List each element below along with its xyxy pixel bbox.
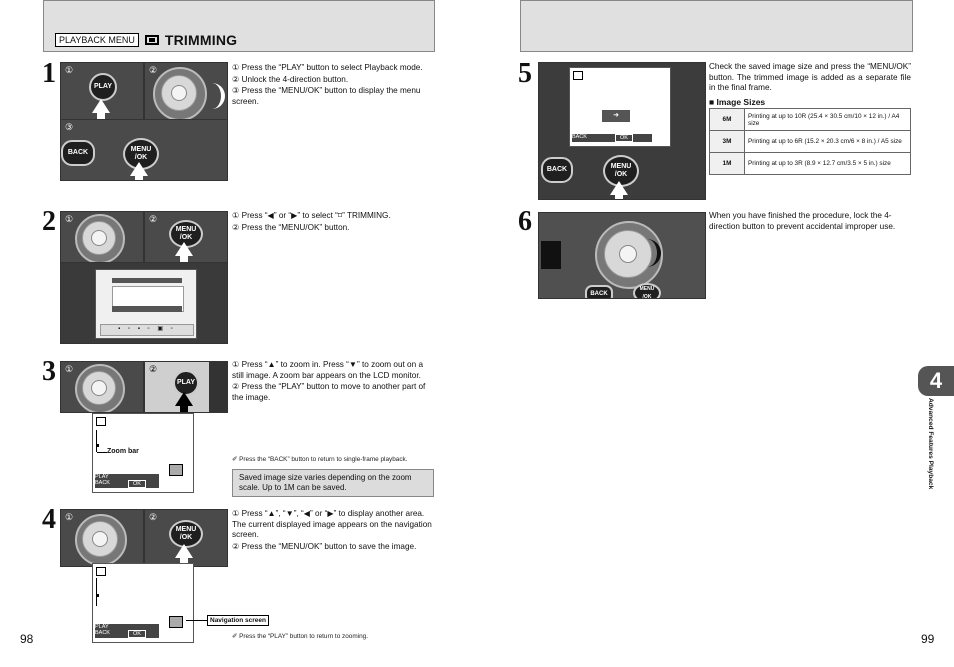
step4-note: ✐ Press the “PLAY” button to return to z… [232,632,437,640]
step4-image-right: ② MENU /OK [144,509,228,567]
step-number: 3 [42,356,56,387]
step4-note-text: Press the “PLAY” button to return to zoo… [239,633,368,640]
lcd-ok-label: OK [614,134,633,142]
step3-note-text: Press the “BACK” button to return to sin… [239,456,408,463]
lcd-window [541,241,561,269]
step3-lcd-screen: Zoom bar PLAY BACK OK [92,413,194,493]
back-button: BACK [541,157,573,183]
page-number-right: 99 [921,632,935,646]
section-header: PLAYBACK MENU TRIMMING [55,32,237,48]
step1-line-1: ① Press the “PLAY” button to select Play… [232,63,423,72]
size-cell: 6M [709,108,745,131]
desc-cell: Printing at up to 3R (8.9 × 12.7 cm/3.5 … [744,152,911,175]
table-row: 6M Printing at up to 10R (25.4 × 30.5 cm… [709,108,911,131]
step5-image: ➜ BACK OK BACK MENU /OK [538,62,706,200]
playback-menu-tag: PLAYBACK MENU [55,33,139,47]
step3-image-left: ① [60,361,144,413]
lcd-ok-label: OK [127,630,146,638]
step1-line-3: ③ Press the “MENU/OK” button to display … [232,86,421,106]
note-icon: ✐ [232,456,238,463]
play-button: PLAY [89,73,117,101]
chapter-tab: 4 [918,366,954,396]
size-cell: 3M [709,130,745,153]
navigation-box [169,464,183,476]
step2-lcd-frame: ▪ ▫ ▪ ▫ ▣ ▫ [60,262,228,344]
back-button: BACK [585,285,613,298]
right-header-box [520,0,913,52]
navigation-screen-label: Navigation screen [207,615,269,626]
step2-instructions: ① Press “◀” or “▶” to select “⌑” TRIMMIN… [232,211,434,234]
desc-cell: Printing at up to 10R (25.4 × 30.5 cm/10… [744,108,911,131]
step4-lcd-screen: PLAY BACK OK [92,563,194,643]
step1-line-2: ② Unlock the 4-direction button. [232,74,349,84]
menu-ok-button: MENU /OK [633,283,661,298]
step4-line-1: ① Press “▲”, “▼”, “◀” or “▶” to display … [232,509,432,539]
note-icon: ✐ [232,633,238,640]
page-number-left: 98 [20,632,34,646]
trimming-icon [144,35,159,45]
step-number: 6 [518,206,532,237]
step-number: 4 [42,504,56,535]
image-sizes-table: 6M Printing at up to 10R (25.4 × 30.5 cm… [709,108,911,175]
step1-image-top-right: ② [144,62,228,120]
image-sizes-heading: ■ Image Sizes [709,97,766,107]
lcd-play-label: PLAY [95,624,109,630]
lcd-back-label: BACK [95,630,110,636]
saved-size-indicator: ➜ [602,110,630,122]
step3-image-right: ② PLAY [144,361,228,413]
step6-text: When you have finished the procedure, lo… [709,211,896,231]
step6-image: BACK MENU /OK [538,212,706,299]
step1-image-top-left: ① PLAY [60,62,144,120]
step4-image-left: ① [60,509,144,567]
step3-line-1: ① Press “▲” to zoom in. Press “▼” to zoo… [232,360,423,380]
step3-instructions: ① Press “▲” to zoom in. Press “▼” to zoo… [232,360,434,404]
step5-lcd-screen: ➜ BACK OK [569,67,671,147]
lcd-play-label: PLAY [95,474,109,480]
trimming-frame-icon [96,567,106,576]
back-button: BACK [61,140,95,166]
chapter-label: Advanced Features Playback [927,398,934,490]
step3-line-2: ② Press the “PLAY” button to move to ano… [232,382,426,402]
page-title: TRIMMING [164,32,238,48]
step2-line-2: ② Press the “MENU/OK” button. [232,222,350,232]
step-number: 1 [42,58,56,89]
step2-image-left: ① [60,211,144,263]
size-cell: 1M [709,152,745,175]
trimming-frame-icon [573,71,583,80]
zoom-bar-label: Zoom bar [107,448,139,455]
lcd-back-label: BACK [95,480,110,486]
step1-instructions: ① Press the “PLAY” button to select Play… [232,63,434,108]
step1-image-bottom: ③ BACK MENU /OK [60,119,228,181]
step4-line-2: ② Press the “MENU/OK” button to save the… [232,541,417,551]
step-number: 2 [42,206,56,237]
step2-image-right: ② MENU /OK [144,211,228,263]
table-row: 3M Printing at up to 6R (15.2 × 20.3 cm/… [709,130,911,153]
step-number: 5 [518,58,532,89]
lcd-back-label: BACK [572,134,587,140]
table-row: 1M Printing at up to 3R (8.9 × 12.7 cm/3… [709,152,911,175]
step2-line-1: ① Press “◀” or “▶” to select “⌑” TRIMMIN… [232,211,391,220]
step3-note: ✐ Press the “BACK” button to return to s… [232,455,437,463]
navigation-box [169,616,183,628]
desc-cell: Printing at up to 6R (15.2 × 20.3 cm/6 ×… [744,130,911,153]
menu-screen: ▪ ▫ ▪ ▫ ▣ ▫ [95,269,197,339]
rotate-arrow-icon [205,83,225,109]
rotate-arrow-icon [643,239,661,267]
lcd-ok-label: OK [127,480,146,488]
step4-instructions: ① Press “▲”, “▼”, “◀” or “▶” to display … [232,509,434,553]
trimming-frame-icon [96,417,106,426]
zoom-scale-callout: Saved image size varies depending on the… [232,469,434,497]
step5-text: Check the saved image size and press the… [709,62,911,92]
